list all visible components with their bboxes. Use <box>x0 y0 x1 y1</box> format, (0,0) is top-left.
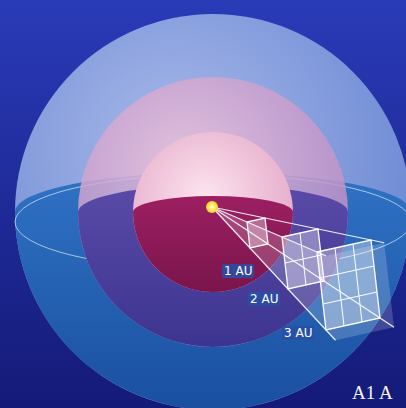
corner-label: A1 A <box>350 382 395 404</box>
flux-cone <box>206 201 394 340</box>
spheres <box>15 14 406 408</box>
patch-grid <box>353 244 362 322</box>
patch-grid <box>320 266 374 278</box>
sun <box>206 201 218 213</box>
patch-grid <box>323 292 377 304</box>
cone-fill <box>212 207 394 340</box>
sphere-upper <box>15 14 406 408</box>
patch-grid <box>285 255 321 263</box>
cone-edge <box>212 207 336 340</box>
sphere-lower <box>78 185 348 347</box>
distance-label: 3 AU <box>282 326 314 340</box>
patch-grid <box>335 248 344 326</box>
area-patch <box>317 240 380 330</box>
distance-label: 2 AU <box>248 292 280 306</box>
area-patch <box>247 218 268 248</box>
distance-label: 1 AU <box>222 264 254 278</box>
